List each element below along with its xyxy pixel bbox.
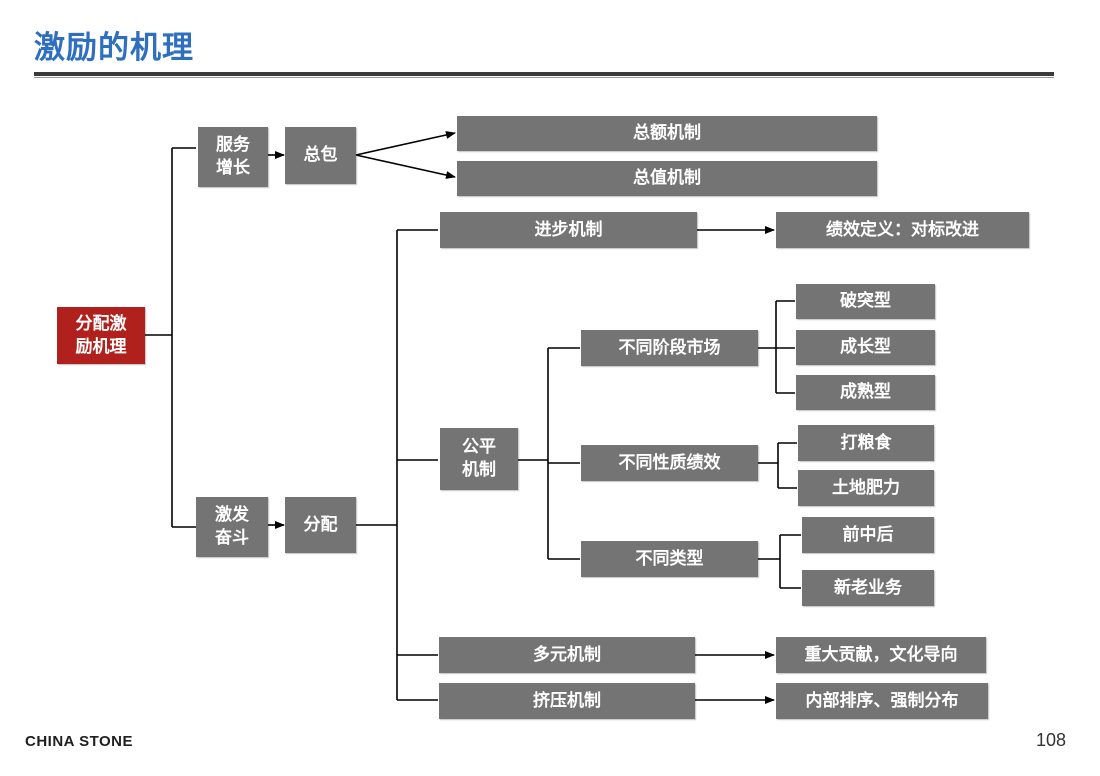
node-total-value: 总值机制 xyxy=(457,161,877,196)
page-title: 激励的机理 xyxy=(34,30,194,66)
node-squeeze: 挤压机制 xyxy=(439,683,695,719)
node-front-mid-back: 前中后 xyxy=(802,517,934,553)
node-performance-def: 绩效定义：对标改进 xyxy=(776,212,1029,248)
node-grain: 打粮食 xyxy=(798,425,934,461)
node-diff-types: 不同类型 xyxy=(581,541,758,577)
node-service-growth: 服务 增长 xyxy=(198,127,268,187)
title-divider xyxy=(34,72,1054,76)
node-total-pack: 总包 xyxy=(285,127,356,184)
node-new-old-business: 新老业务 xyxy=(802,570,934,606)
title-divider-thin xyxy=(34,77,1054,78)
node-fairness: 公平 机制 xyxy=(440,428,518,490)
node-growth-type: 成长型 xyxy=(796,330,935,365)
root-node: 分配激 励机理 xyxy=(57,307,145,364)
node-distribution: 分配 xyxy=(285,497,356,553)
node-soil: 土地肥力 xyxy=(798,470,934,506)
node-perf-nature: 不同性质绩效 xyxy=(581,445,758,481)
node-internal-ranking: 内部排序、强制分布 xyxy=(776,683,988,719)
node-stage-market: 不同阶段市场 xyxy=(581,330,758,366)
node-progress: 进步机制 xyxy=(440,212,697,248)
node-motivate: 激发 奋斗 xyxy=(196,497,268,557)
company-logo: CHINA STONE xyxy=(25,733,134,750)
node-total-amount: 总额机制 xyxy=(457,116,877,151)
node-diversified: 多元机制 xyxy=(439,637,695,673)
node-breakthrough: 破突型 xyxy=(796,284,935,319)
page-number: 108 xyxy=(1036,730,1067,750)
node-mature-type: 成熟型 xyxy=(796,375,935,410)
node-major-contribution: 重大贡献，文化导向 xyxy=(776,637,986,673)
